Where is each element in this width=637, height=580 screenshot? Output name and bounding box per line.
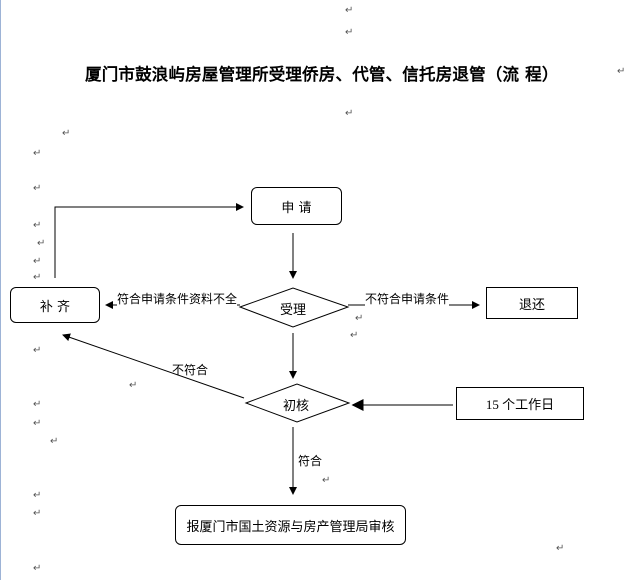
paragraph-mark: ↵ — [345, 108, 354, 119]
node-supplement: 补 齐 — [10, 287, 100, 323]
paragraph-mark: ↵ — [33, 272, 42, 283]
paragraph-mark: ↵ — [33, 345, 42, 356]
node-return: 退还 — [486, 287, 578, 319]
page-title: 厦门市鼓浪屿房屋管理所受理侨房、代管、信托房退管（流 程） — [85, 65, 559, 84]
node-days-label: 15 个工作日 — [485, 397, 555, 412]
review-diamond — [244, 383, 351, 423]
paragraph-mark: ↵ — [33, 183, 42, 194]
node-submit-label: 报厦门市国土资源与房产管理局审核 — [186, 519, 395, 535]
arrow-review-supplement — [62, 333, 245, 399]
paragraph-mark: ↵ — [345, 5, 354, 16]
accept-diamond — [238, 287, 350, 328]
page-edge — [0, 0, 1, 580]
node-apply-label: 申 请 — [281, 200, 312, 216]
node-apply: 申 请 — [251, 187, 342, 225]
paragraph-mark: ↵ — [33, 220, 42, 231]
paragraph-mark: ↵ — [62, 128, 71, 139]
paragraph-mark: ↵ — [355, 313, 364, 324]
paragraph-mark: ↵ — [33, 490, 42, 501]
edge-label-pass: 符合 — [298, 452, 323, 469]
paragraph-mark: ↵ — [33, 418, 42, 429]
paragraph-mark: ↵ — [33, 563, 42, 574]
paragraph-mark: ↵ — [33, 148, 42, 159]
node-submit: 报厦门市国土资源与房产管理局审核 — [175, 505, 406, 545]
node-return-label: 退还 — [518, 297, 545, 313]
node-days: 15 个工作日 — [456, 387, 584, 420]
paragraph-mark: ↵ — [37, 238, 46, 249]
paragraph-mark: ↵ — [33, 256, 42, 267]
edge-label-incomplete: 符合申请条件资料不全 — [117, 290, 238, 307]
paragraph-mark: ↵ — [33, 399, 42, 410]
paragraph-mark: ↵ — [322, 475, 331, 486]
edge-label-not-eligible: 不符合申请条件 — [365, 290, 450, 307]
paragraph-mark: ↵ — [50, 436, 59, 447]
paragraph-mark: ↵ — [129, 380, 138, 391]
paragraph-mark: ↵ — [345, 27, 354, 38]
node-review-label: 初核 — [283, 399, 310, 414]
edge-label-not-pass: 不符合 — [172, 363, 209, 377]
paragraph-mark: ↵ — [350, 330, 359, 341]
paragraph-mark: ↵ — [556, 543, 565, 554]
node-accept-label: 受理 — [280, 303, 307, 318]
node-supplement-label: 补 齐 — [39, 299, 71, 315]
paragraph-mark: ↵ — [617, 66, 626, 77]
paragraph-mark: ↵ — [33, 508, 42, 519]
arrow-supplement-apply — [54, 203, 244, 278]
